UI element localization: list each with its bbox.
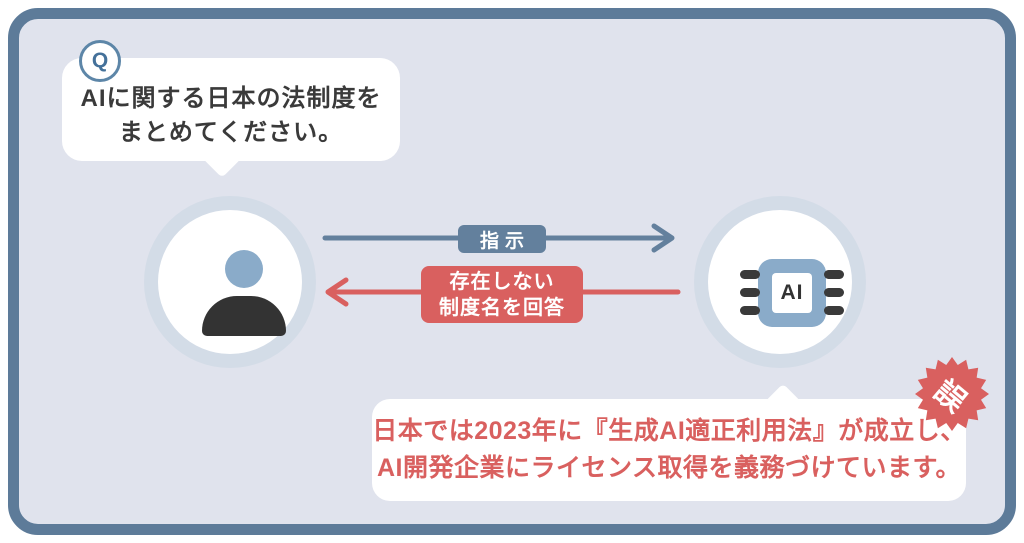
ai-circle: AI: [708, 210, 852, 354]
chip-pin: [740, 270, 760, 279]
question-badge-label: Q: [91, 49, 109, 72]
error-badge: 誤: [915, 357, 989, 431]
chip-pin: [824, 270, 844, 279]
chip-pin: [740, 288, 760, 297]
user-icon: [225, 250, 263, 288]
response-label-line-1: 存在しない: [449, 270, 555, 293]
chip-pin: [740, 306, 760, 315]
user-actor: [144, 196, 316, 368]
instruction-label: 指示: [458, 225, 546, 253]
ai-chip-core: AI: [772, 273, 812, 313]
chip-pin: [824, 288, 844, 297]
chip-pin: [824, 306, 844, 315]
response-label-line-2: 制度名を回答: [439, 296, 565, 319]
error-badge-label: 誤: [927, 374, 972, 419]
question-text: AIに関する日本の法制度を まとめてください。: [62, 82, 400, 150]
question-line-2: まとめてください。: [118, 119, 344, 146]
question-line-1: AIに関する日本の法制度を: [80, 85, 382, 112]
answer-line-2: AI開発企業にライセンス取得を義務づけています。: [376, 454, 961, 482]
ai-chip-icon: AI: [740, 259, 844, 327]
answer-line-1: 日本では2023年に『生成AI適正利用法』が成立し、: [372, 417, 966, 445]
user-circle: [158, 210, 302, 354]
question-bubble: Q AIに関する日本の法制度を まとめてください。: [62, 40, 400, 178]
ai-chip-label: AI: [780, 281, 804, 304]
question-badge: Q: [79, 40, 121, 82]
ai-actor: AI: [694, 196, 866, 368]
answer-text: 日本では2023年に『生成AI適正利用法』が成立し、 AI開発企業にライセンス取…: [372, 413, 966, 487]
answer-bubble: 日本では2023年に『生成AI適正利用法』が成立し、 AI開発企業にライセンス取…: [372, 383, 966, 501]
user-icon-body: [202, 296, 286, 336]
response-label: 存在しない 制度名を回答: [421, 266, 583, 323]
